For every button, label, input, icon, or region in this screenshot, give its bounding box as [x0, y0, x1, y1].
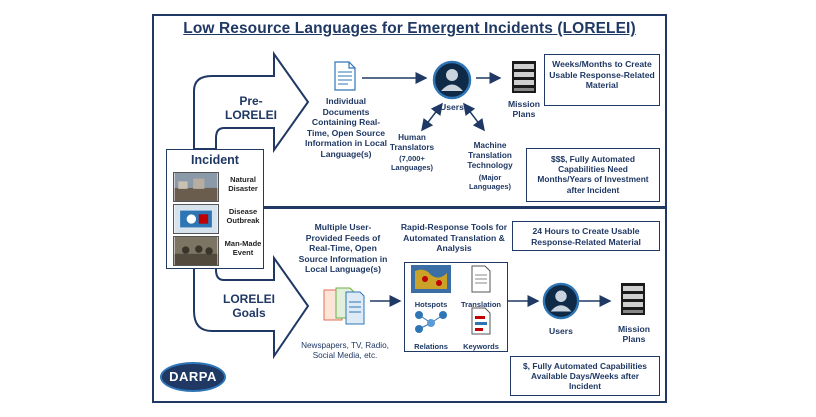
pre-mission-plans: Mission Plans: [508, 99, 540, 119]
tools-panel: Hotspots Translation Relations Keywords: [404, 262, 508, 352]
connectors: [193, 50, 612, 360]
incident-box: Incident Natural Disaster Disease Outbre…: [166, 149, 264, 269]
map-icon: [411, 265, 451, 293]
human-translators-sub: (7,000+ Languages): [390, 154, 434, 172]
section-divider: [254, 206, 665, 209]
lorelei-goals-label: LORELEI Goals: [222, 292, 275, 320]
server-icon: [512, 61, 536, 93]
diagram-frame: Low Resource Languages for Emergent Inci…: [152, 14, 667, 403]
goals-sources-text: Newspapers, TV, Radio, Social Media, etc…: [301, 341, 389, 360]
goals-feeds-text: Multiple User-Provided Feeds of Real-Tim…: [298, 222, 388, 274]
diagram-title: Low Resource Languages for Emergent Inci…: [183, 20, 636, 37]
machine-translation-sub: (Major Languages): [468, 173, 512, 191]
human-translators: Human Translators: [389, 133, 435, 152]
feeds-documents-icon: [323, 287, 365, 325]
lorelei-goals-arrow: [193, 254, 310, 360]
pre-users-label: Users: [440, 102, 464, 112]
goals-mission-plans: Mission Plans: [618, 324, 650, 344]
event-photo: [173, 236, 219, 266]
pre-documents-text: Individual Documents Containing Real-Tim…: [304, 96, 388, 159]
server-icon: [621, 283, 645, 315]
pre-lorelei-arrow: [193, 50, 310, 154]
document-icon: [471, 265, 491, 293]
pre-lorelei-label: Pre- LORELEI: [224, 94, 277, 122]
goals-users-label: Users: [549, 326, 573, 336]
goals-cost-box: $, Fully Automated Capabilities Availabl…: [510, 356, 660, 396]
goals-outcome-box: 24 Hours to Create Usable Response-Relat…: [512, 221, 660, 251]
incident-man-made-event: Man-Made Event: [173, 236, 267, 266]
disaster-photo: [173, 172, 219, 202]
network-icon: [415, 311, 447, 333]
tool-hotspots[interactable]: Hotspots: [407, 265, 455, 309]
incident-natural-disaster: Natural Disaster: [173, 172, 267, 202]
document-icon: [334, 61, 356, 91]
tool-relations[interactable]: Relations: [407, 307, 455, 351]
outbreak-photo: [173, 204, 219, 234]
user-icon: [432, 60, 472, 100]
pre-outcome-box: Weeks/Months to Create Usable Response-R…: [544, 54, 660, 106]
tool-translation[interactable]: Translation: [457, 265, 505, 309]
tool-keywords[interactable]: Keywords: [457, 307, 505, 351]
incident-title: Incident: [191, 153, 239, 167]
tools-title: Rapid-Response Tools for Automated Trans…: [400, 222, 508, 253]
incident-disease-outbreak: Disease Outbreak: [173, 204, 267, 234]
machine-translation: Machine Translation Technology: [467, 141, 513, 170]
darpa-logo: DARPA: [160, 362, 226, 392]
pre-cost-box: $$$, Fully Automated Capabilities Need M…: [526, 148, 660, 202]
keywords-icon: [471, 307, 491, 335]
user-icon: [542, 282, 580, 320]
